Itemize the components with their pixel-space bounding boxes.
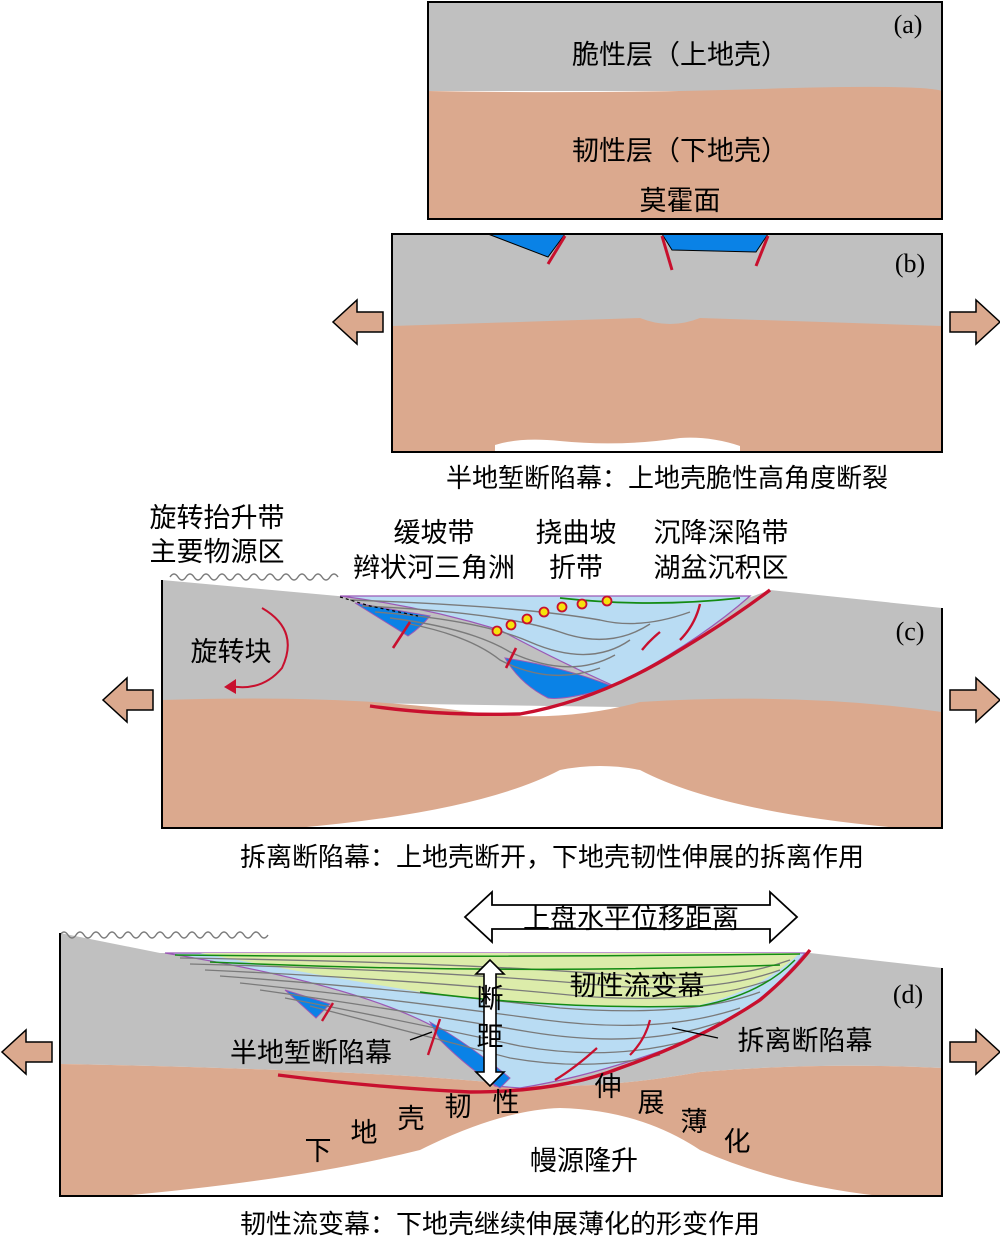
rotation-arrowhead-icon <box>224 679 236 694</box>
early-sediment-wedge <box>284 989 331 1019</box>
crust-thinning-label: 下 地 壳 韧 性 伸 展 薄 化 <box>305 1072 751 1167</box>
braided-delta-label: 辫状河三角洲 <box>353 553 515 584</box>
panel-d-tag: (d) <box>893 980 923 1009</box>
brittle-layer-label: 脆性层（上地壳） <box>572 40 788 71</box>
panel-c: (c) 旋转抬升带 主要物源区 缓坡带 辫状河三角洲 挠曲坡 折带 沉降深陷带 … <box>102 503 1000 873</box>
extension-arrow-left-icon <box>1 1029 53 1075</box>
circle-marker-icon <box>576 598 588 610</box>
extension-arrow-right-icon <box>949 1029 1000 1075</box>
mantle-uplift <box>120 1108 880 1196</box>
lower-crust-layer <box>162 698 942 828</box>
normal-fault <box>504 647 518 669</box>
unconformity <box>339 596 419 617</box>
panel-b-tag: (b) <box>895 249 925 278</box>
extension-arrow-left-icon <box>102 677 154 723</box>
thin-char: 薄 <box>681 1107 708 1138</box>
normal-fault <box>629 1019 652 1056</box>
early-sediment-wedge <box>354 602 431 637</box>
source-area-label: 主要物源区 <box>150 537 285 568</box>
panel-d-caption: 韧性流变幕：下地壳继续伸展薄化的形变作用 <box>240 1210 760 1240</box>
normal-fault <box>554 1047 598 1081</box>
erosion-surface <box>59 931 269 939</box>
early-sediment-wedge <box>504 657 614 699</box>
thin-char: 韧 <box>445 1092 472 1123</box>
thin-char: 化 <box>724 1127 751 1158</box>
panel-d: (d) 上盘水平位移距离 断距 韧性流变幕 拆离断陷幕 半地堑断陷幕 幔源隆升 … <box>1 889 1000 1240</box>
displacement-arrow-icon <box>463 889 799 945</box>
normal-fault <box>660 235 674 271</box>
thin-char: 伸 <box>595 1072 622 1103</box>
panel-c-caption: 拆离断陷幕：上地壳断开，下地壳韧性伸展的拆离作用 <box>240 843 864 873</box>
circle-marker-icon <box>601 595 613 607</box>
throw-arrow-icon <box>474 958 506 1088</box>
thin-char: 壳 <box>398 1104 425 1135</box>
ductile-episode-label: 韧性流变幕 <box>570 971 705 1002</box>
flexure-break-label: 折带 <box>549 553 603 584</box>
moho-bulge <box>495 437 740 452</box>
flexure-slope-label: 挠曲坡 <box>536 518 617 549</box>
throw-label-char: 距 <box>477 1022 504 1053</box>
normal-fault <box>641 631 661 651</box>
throw-label-char: 断 <box>477 984 504 1015</box>
uplift-zone-label: 旋转抬升带 <box>150 503 285 534</box>
thin-char: 展 <box>638 1088 665 1119</box>
lower-crust-layer <box>428 86 942 220</box>
rotated-block-label: 旋转块 <box>191 637 272 668</box>
half-graben-episode-label: 半地堑断陷幕 <box>230 1038 392 1069</box>
panel-a: (a) 脆性层（上地壳） 韧性层（下地壳） 莫霍面 <box>427 1 943 220</box>
subsidence-zone-label: 沉降深陷带 <box>654 518 789 549</box>
erosion-surface <box>169 573 339 581</box>
normal-fault <box>546 235 567 265</box>
panel-a-tag: (a) <box>894 10 923 39</box>
throw-label: 断距 <box>477 984 504 1053</box>
ductile-layer-label: 韧性层（下地壳） <box>572 136 788 167</box>
normal-fault <box>391 621 412 649</box>
conglomerate-markers <box>491 595 613 637</box>
normal-fault <box>320 1002 335 1022</box>
panel-b-caption: 半地堑断陷幕：上地壳脆性高角度断裂 <box>446 464 888 494</box>
extension-arrow-right-icon <box>949 677 1000 723</box>
displacement-label: 上盘水平位移距离 <box>523 904 739 935</box>
mantle-uplift <box>296 766 900 828</box>
extension-arrow-left-icon <box>332 299 384 345</box>
circle-marker-icon <box>521 613 533 625</box>
sediment-layers <box>349 599 691 676</box>
lake-basin-label: 湖盆沉积区 <box>654 553 789 584</box>
circle-marker-icon <box>538 606 550 618</box>
gentle-slope-label: 缓坡带 <box>394 518 475 549</box>
panel-d-frame <box>59 933 943 1197</box>
panel-b: (b) 半地堑断陷幕：上地壳脆性高角度断裂 <box>332 233 1000 494</box>
panel-b-frame <box>391 233 943 453</box>
leader-line <box>671 1027 719 1039</box>
normal-fault <box>679 603 702 641</box>
mantle-upwelling-label: 幔源隆升 <box>530 1146 638 1177</box>
lower-crust-layer <box>392 318 942 452</box>
upper-crust-layer <box>428 2 942 91</box>
detachment-fault <box>277 948 812 1094</box>
half-graben-basin <box>661 233 769 253</box>
panel-c-frame <box>161 580 943 829</box>
normal-fault <box>754 235 770 267</box>
normal-fault <box>426 1018 442 1056</box>
circle-marker-icon <box>505 619 517 631</box>
thin-char: 下 <box>305 1136 332 1167</box>
thin-char: 性 <box>493 1088 520 1119</box>
thin-char: 地 <box>351 1118 378 1149</box>
panel-c-tag: (c) <box>896 617 925 646</box>
detachment-episode-label: 拆离断陷幕 <box>738 1026 873 1057</box>
extension-arrow-right-icon <box>949 299 1000 345</box>
circle-marker-icon <box>556 601 568 613</box>
rotation-arrow-icon <box>229 607 289 689</box>
circle-marker-icon <box>491 625 503 637</box>
panel-a-frame <box>427 1 943 220</box>
leader-line <box>409 1031 433 1041</box>
moho-label: 莫霍面 <box>640 186 721 217</box>
detachment-fault <box>369 588 772 717</box>
